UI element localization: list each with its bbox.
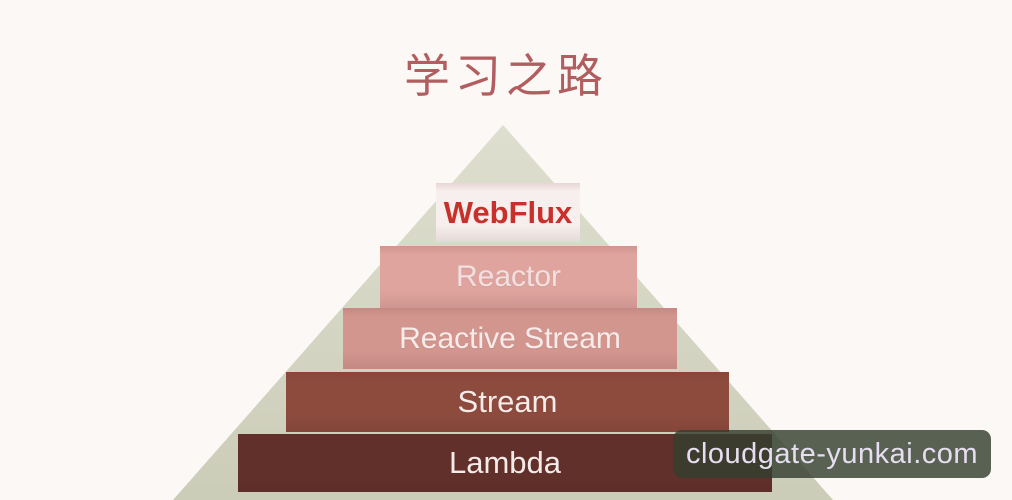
level-label-reactor: Reactor bbox=[455, 260, 562, 293]
watermark-badge: cloudgate-yunkai.com bbox=[673, 430, 991, 478]
level-label-stream: Stream bbox=[457, 384, 558, 419]
pyramid-level-reactor: Reactor bbox=[380, 246, 637, 308]
watermark-text: cloudgate-yunkai.com bbox=[685, 437, 979, 470]
pyramid-level-stream: Stream bbox=[286, 372, 729, 432]
page-title: 学习之路 bbox=[404, 50, 608, 102]
level-label-lambda: Lambda bbox=[448, 445, 562, 480]
pyramid-level-reactive-stream: Reactive Stream bbox=[343, 308, 677, 369]
level-label-reactive-stream: Reactive Stream bbox=[399, 321, 621, 355]
pyramid-level-webflux: WebFlux bbox=[436, 183, 580, 242]
level-label-webflux: WebFlux bbox=[443, 194, 573, 230]
